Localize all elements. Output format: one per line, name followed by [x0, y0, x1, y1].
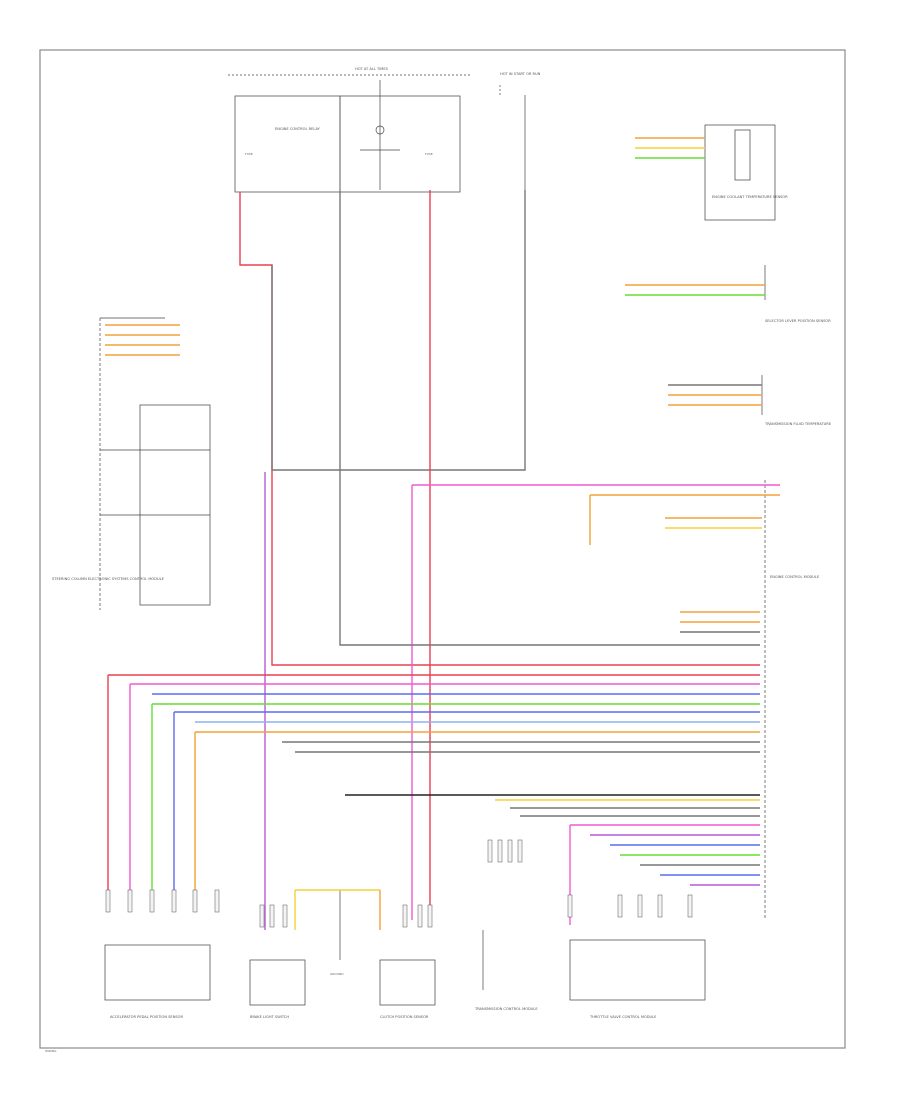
bottom-5-label: THROTTLE VALVE CONTROL MODULE — [589, 1015, 657, 1019]
connector-pin-19 — [657, 894, 663, 918]
diagram-frame — [39, 49, 846, 1049]
wire-gray-6 — [339, 192, 760, 646]
wire-red-0 — [239, 192, 760, 666]
bottom-2-label: BRAKE LIGHT SWITCH — [250, 1015, 289, 1019]
bottom-3-label: CLUTCH POSITION SENSOR — [380, 1015, 429, 1019]
bottom-1-label: ACCELERATOR PEDAL POSITION SENSOR — [110, 1015, 183, 1019]
connector-pin-16 — [567, 894, 573, 918]
trans-fluid-sensor: TRANSMISSION FLUID TEMPERATURE — [761, 375, 832, 426]
coolant-sensor: ENGINE COOLANT TEMPERATURE SENSOR — [704, 124, 788, 221]
hot-run-label: HOT IN START OR RUN — [500, 72, 541, 76]
connector-pin-4 — [192, 889, 198, 913]
relay-block: HOT AT ALL TIMES ENGINE CONTROL RELAY FU… — [228, 67, 470, 193]
fuse-b-label: FUSE — [425, 152, 433, 156]
relay-label: ENGINE CONTROL RELAY — [275, 127, 321, 131]
connector-pin-14 — [507, 839, 513, 863]
connector-pin-5 — [214, 889, 220, 913]
coolant-label: ENGINE COOLANT TEMPERATURE SENSOR — [712, 195, 788, 199]
fuse-a-label: FUSE — [245, 152, 253, 156]
connector-pin-18 — [637, 894, 643, 918]
connector-pin-2 — [149, 889, 155, 913]
fuse-box-top-label: HOT AT ALL TIMES — [355, 67, 389, 71]
wires — [105, 137, 780, 930]
connector-pin-0 — [105, 889, 111, 913]
connector-pin-13 — [497, 839, 503, 863]
connector-pin-9 — [402, 904, 408, 928]
connector-pin-15 — [517, 839, 523, 863]
ground-symbol: GROUND — [330, 890, 344, 976]
ecm-label: ENGINE CONTROL MODULE — [770, 575, 820, 579]
connector-pin-11 — [427, 904, 433, 928]
bottom-components: ACCELERATOR PEDAL POSITION SENSOR BRAKE … — [104, 930, 706, 1019]
wire-gray-2 — [271, 190, 526, 471]
connector-pin-12 — [487, 839, 493, 863]
selector-label: SELECTOR LEVER POSITION SENSOR — [765, 319, 831, 323]
connector-pin-17 — [617, 894, 623, 918]
connector-pin-6 — [259, 904, 265, 928]
connector-pin-1 — [127, 889, 133, 913]
trans-fluid-label: TRANSMISSION FLUID TEMPERATURE — [764, 422, 832, 426]
bottom-4-label: TRANSMISSION CONTROL MODULE — [474, 1007, 538, 1011]
left-module: STEERING COLUMN ELECTRONIC SYSTEMS CONTR… — [52, 317, 211, 610]
ecm-block: ENGINE CONTROL MODULE — [764, 480, 820, 920]
connector-pin-10 — [417, 904, 423, 928]
connector-pin-3 — [171, 889, 177, 913]
connector-pin-8 — [282, 904, 288, 928]
ground-label: GROUND — [330, 972, 344, 976]
selector-sensor: SELECTOR LEVER POSITION SENSOR — [764, 265, 831, 323]
connector-pin-20 — [687, 894, 693, 918]
left-module-label: STEERING COLUMN ELECTRONIC SYSTEMS CONTR… — [52, 577, 165, 581]
connector-pin-7 — [269, 904, 275, 928]
footer-label: WIRING — [45, 1049, 57, 1053]
hot-run-feed: HOT IN START OR RUN — [499, 72, 541, 190]
